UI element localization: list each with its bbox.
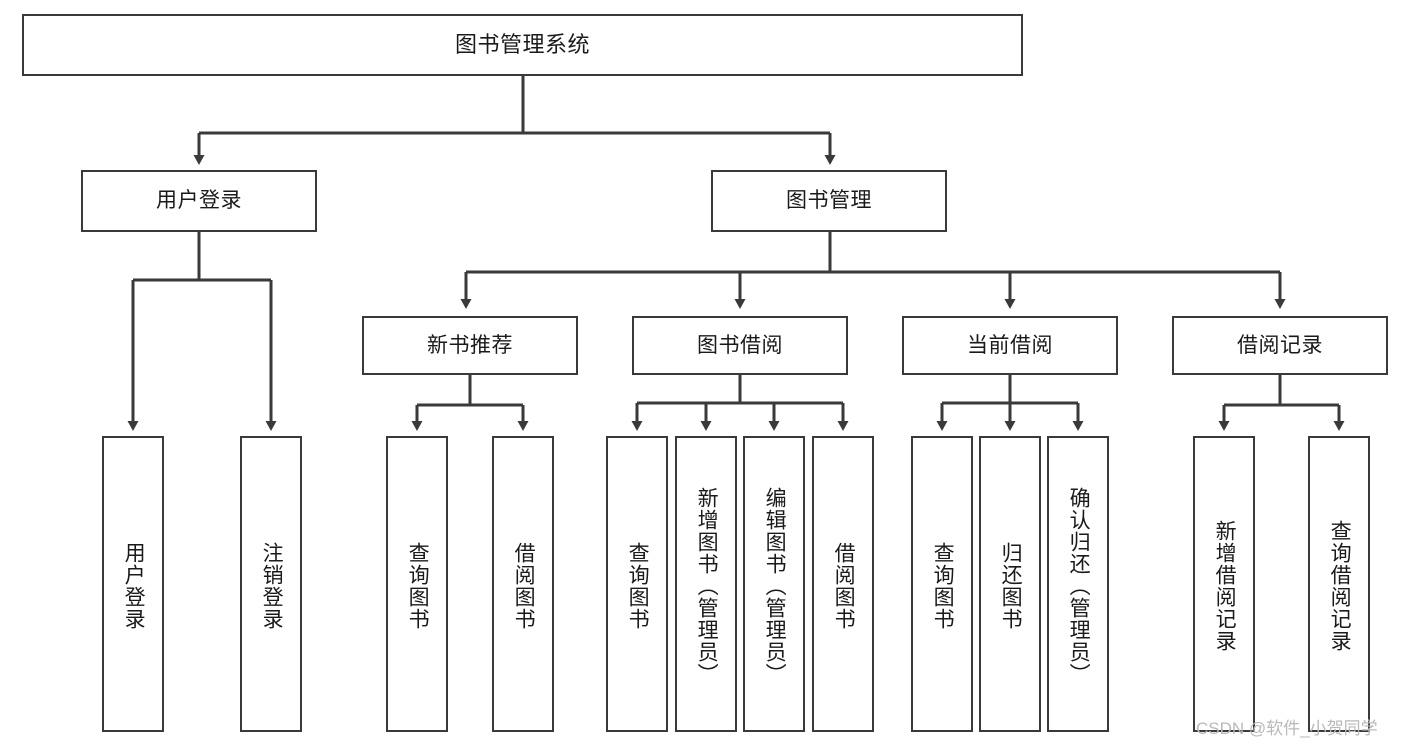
leaf-borrow-record-add-record[interactable]: 新增借阅记录 (1193, 436, 1255, 732)
node-borrow-record[interactable]: 借阅记录 (1172, 316, 1388, 375)
node-label: 图书管理系统 (454, 31, 590, 57)
node-label: 借阅记录 (1237, 333, 1323, 357)
node-label: 图书管理 (786, 189, 872, 213)
node-label: 借阅图书 (512, 542, 536, 630)
leaf-user-login-logout[interactable]: 注销登录 (240, 436, 302, 732)
node-label: 新增借阅记录 (1213, 520, 1237, 652)
leaf-new-book-query-book[interactable]: 查询图书 (386, 436, 448, 732)
leaf-book-borrow-add-book-admin[interactable]: 新增图书（管理员） (675, 436, 737, 732)
leaf-current-borrow-confirm-return-admin[interactable]: 确认归还（管理员） (1047, 436, 1109, 732)
node-label: 确认归还（管理员） (1067, 487, 1091, 685)
node-label: 新书推荐 (427, 333, 513, 357)
node-current-borrow[interactable]: 当前借阅 (902, 316, 1118, 375)
node-book-borrow[interactable]: 图书借阅 (632, 316, 848, 375)
node-label: 当前借阅 (967, 333, 1053, 357)
leaf-book-borrow-edit-book-admin[interactable]: 编辑图书（管理员） (743, 436, 805, 732)
node-label: 查询图书 (406, 542, 430, 630)
node-label: 用户登录 (156, 189, 242, 213)
csdn-watermark: CSDN @软件_小贺同学 (1196, 719, 1378, 738)
node-label: 查询借阅记录 (1328, 520, 1352, 652)
node-label: 编辑图书（管理员） (763, 487, 787, 685)
node-label: 新增图书（管理员） (695, 487, 719, 685)
node-label: 归还图书 (999, 542, 1023, 630)
node-label: 注销登录 (260, 542, 284, 630)
leaf-book-borrow-borrow-book[interactable]: 借阅图书 (812, 436, 874, 732)
leaf-book-borrow-query-book[interactable]: 查询图书 (606, 436, 668, 732)
leaf-new-book-borrow-book[interactable]: 借阅图书 (492, 436, 554, 732)
node-root-book-management-system[interactable]: 图书管理系统 (22, 14, 1023, 76)
node-book-management[interactable]: 图书管理 (711, 170, 947, 232)
node-label: 查询图书 (931, 542, 955, 630)
node-label: 用户登录 (122, 542, 146, 630)
leaf-current-borrow-query-book[interactable]: 查询图书 (911, 436, 973, 732)
node-label: 图书借阅 (697, 333, 783, 357)
node-label: 查询图书 (626, 542, 650, 630)
node-label: 借阅图书 (832, 542, 856, 630)
leaf-current-borrow-return-book[interactable]: 归还图书 (979, 436, 1041, 732)
node-new-book-recommend[interactable]: 新书推荐 (362, 316, 578, 375)
leaf-borrow-record-query-record[interactable]: 查询借阅记录 (1308, 436, 1370, 732)
node-user-login[interactable]: 用户登录 (81, 170, 317, 232)
leaf-user-login-login[interactable]: 用户登录 (102, 436, 164, 732)
